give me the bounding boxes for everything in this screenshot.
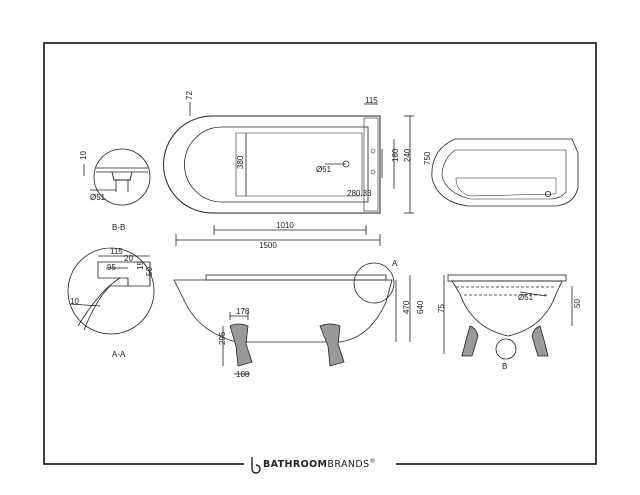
section-bb-dim-rim: 10 xyxy=(79,151,88,160)
brand-footer: BATHROOMBRANDS® xyxy=(244,454,396,474)
section-aa-label: A-A xyxy=(112,350,126,359)
side-dim-inner-height: 470 xyxy=(402,300,411,314)
plan-dim-inner-width: 380 xyxy=(236,155,245,169)
plan-view xyxy=(163,102,414,246)
plan-dim-inner-length: 1010 xyxy=(276,221,294,230)
section-aa xyxy=(67,247,155,335)
side-dim-foot-width: 178 xyxy=(236,307,250,316)
side-dim-foot-height: 295 xyxy=(218,331,227,345)
side-dim-foot-base: 108 xyxy=(236,370,250,379)
plan-dim-rim: 72 xyxy=(185,91,194,100)
brand-name-bold: BATHROOM xyxy=(263,459,327,470)
plan-dim-deck-h: 240 xyxy=(403,148,412,162)
plan-dim-tap-deck: 115 xyxy=(365,96,378,105)
perspective-view xyxy=(431,138,579,207)
plan-dim-width: 1500 xyxy=(259,241,277,250)
brand-name-light: BRANDS xyxy=(327,459,369,470)
side-elevation xyxy=(173,262,411,375)
side-callout-a: A xyxy=(392,259,398,268)
section-aa-dim-lip: 20 xyxy=(124,254,133,263)
end-dim-waste: Ø51 xyxy=(518,293,534,302)
end-dim-overflow: 50 xyxy=(573,299,582,308)
plan-dim-deck-inner: 180 xyxy=(391,148,400,162)
section-bb xyxy=(83,148,151,206)
end-dim-rim-h: 75 xyxy=(437,304,446,313)
end-callout-b: B xyxy=(502,362,507,371)
section-aa-dim-height: 50 xyxy=(145,267,154,276)
brand-name: BATHROOMBRANDS® xyxy=(263,458,376,470)
brand-registered-mark: ® xyxy=(370,458,376,465)
section-aa-dim-small: 15 xyxy=(136,261,145,270)
section-aa-dim-width: 115 xyxy=(110,247,123,256)
side-dim-total-height: 640 xyxy=(416,300,425,314)
end-elevation xyxy=(443,274,573,360)
section-bb-label: B-B xyxy=(112,223,125,232)
section-bb-dim-waste: Ø51 xyxy=(90,193,106,202)
plan-dim-waste-pos: 280.33 xyxy=(347,189,372,198)
section-aa-dim-inner: 95 xyxy=(107,263,116,272)
brand-logo-icon xyxy=(251,457,261,474)
plan-dim-depth-total: 750 xyxy=(423,151,432,165)
plan-dim-waste: Ø51 xyxy=(316,165,332,174)
section-aa-dim-wall: 10 xyxy=(70,297,79,306)
